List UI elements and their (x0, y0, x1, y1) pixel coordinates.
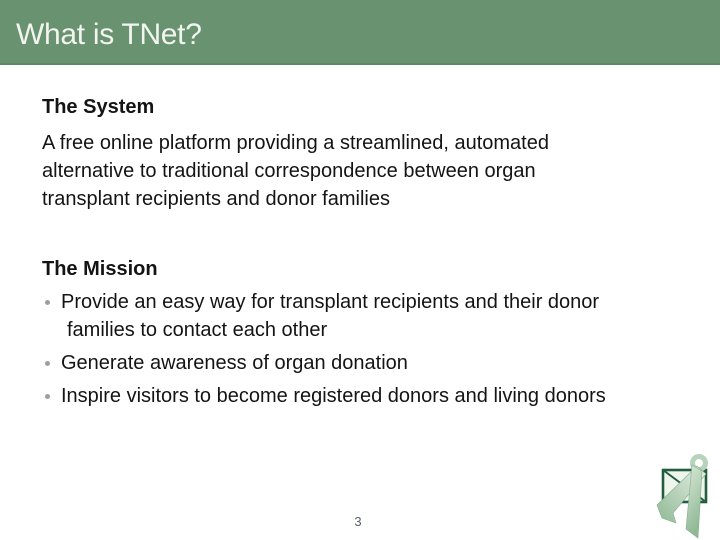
list-item: Provide an easy way for transplant recip… (42, 288, 627, 344)
list-item: Inspire visitors to become registered do… (42, 382, 627, 410)
ribbon-envelope-logo (652, 452, 712, 540)
bullet-text: Provide an easy way for transplant recip… (61, 291, 600, 341)
slide-title: What is TNet? (16, 17, 202, 51)
ribbon-envelope-logo-graphic (656, 454, 708, 539)
list-item: Generate awareness of organ donation (42, 349, 627, 377)
slide-body: The System A free online platform provid… (42, 93, 627, 415)
section-heading-system: The System (42, 96, 155, 118)
section-heading-mission: The Mission (42, 258, 158, 280)
page-number: 3 (354, 514, 362, 529)
mission-bullet-list: Provide an easy way for transplant recip… (42, 288, 627, 410)
bullet-dot-icon (45, 394, 50, 399)
slide-title-bar: What is TNet? (0, 0, 720, 65)
bullet-text: Inspire visitors to become registered do… (61, 385, 606, 407)
bullet-dot-icon (45, 300, 50, 305)
bullet-dot-icon (45, 361, 50, 366)
awareness-ribbon-icon (656, 454, 708, 539)
system-paragraph: A free online platform providing a strea… (42, 132, 549, 210)
bullet-text: Generate awareness of organ donation (61, 352, 408, 374)
